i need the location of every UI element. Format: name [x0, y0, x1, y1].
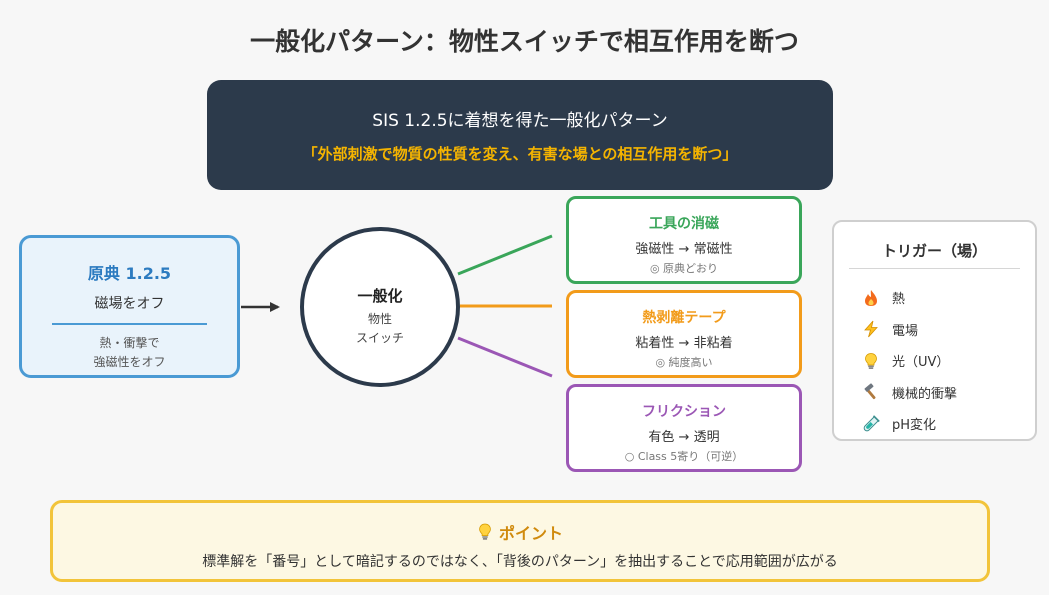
origin-divider — [52, 323, 207, 325]
banner-highlight: 「外部刺激で物質の性質を変え、有害な場との相互作用を断つ」 — [302, 145, 738, 163]
trigger-label: 機械的衝撃 — [892, 386, 958, 402]
hub-subtitle: 物性 スイッチ — [304, 310, 456, 348]
card-title: 工具の消磁 — [649, 216, 719, 232]
lightbulb-icon — [479, 523, 491, 540]
key-point-text: 標準解を「番号」として暗記するのではなく、「背後のパターン」を抽出することで応用… — [202, 554, 838, 570]
hub-to-card-1-line — [457, 234, 553, 276]
key-point-header: ポイント — [53, 520, 987, 544]
card-description: 強磁性 → 常磁性 — [635, 242, 733, 257]
card-description: 粘着性 → 非粘着 — [635, 336, 733, 351]
example-card-frixion: フリクション 有色 → 透明 ○ Class 5寄り（可逆） — [566, 384, 802, 472]
origin-note: 熱・衝撃で 強磁性をオフ — [22, 334, 237, 372]
trigger-item-light: 光（UV） — [862, 345, 957, 377]
card-note: ◎ 原典どおり — [649, 262, 719, 275]
example-card-thermal-release-tape: 熱剥離テープ 粘着性 → 非粘着 ◎ 純度高い — [566, 290, 802, 378]
trigger-item-heat: 熱 — [862, 282, 957, 314]
trigger-panel-title: トリガー（場） — [881, 242, 987, 260]
trigger-divider — [849, 268, 1020, 269]
origin-note-line: 熱・衝撃で — [99, 336, 160, 350]
card-note: ○ Class 5寄り（可逆） — [624, 450, 744, 463]
hammer-icon — [864, 383, 876, 400]
generalization-hub: 一般化 物性 スイッチ — [300, 227, 460, 387]
lightning-icon — [864, 320, 878, 338]
trigger-label: 電場 — [892, 323, 919, 339]
hub-to-card-3-line — [457, 336, 553, 378]
page-title: 一般化パターン：物性スイッチで相互作用を断つ — [250, 27, 799, 56]
origin-title: 原典 1.2.5 — [87, 264, 172, 283]
fire-icon — [865, 289, 877, 306]
origin-box: 原典 1.2.5 磁場をオフ 熱・衝撃で 強磁性をオフ — [19, 235, 240, 378]
hub-subtitle-line: スイッチ — [355, 331, 404, 345]
test-tube-icon — [863, 414, 880, 432]
banner-subtitle: SIS 1.2.5に着想を得た一般化パターン — [372, 111, 668, 131]
card-note: ◎ 純度高い — [655, 356, 713, 369]
example-card-demagnetize: 工具の消磁 強磁性 → 常磁性 ◎ 原典どおり — [566, 196, 802, 284]
key-point-box: ポイント 標準解を「番号」として暗記するのではなく、「背後のパターン」を抽出する… — [50, 500, 990, 582]
hub-subtitle-line: 物性 — [367, 312, 392, 326]
trigger-label: 熱 — [892, 292, 906, 308]
origin-subtitle: 磁場をオフ — [94, 296, 165, 312]
card-description: 有色 → 透明 — [648, 430, 720, 445]
summary-banner: SIS 1.2.5に着想を得た一般化パターン 「外部刺激で物質の性質を変え、有害… — [207, 80, 833, 190]
card-title: フリクション — [642, 404, 726, 420]
hub-title: 一般化 — [357, 287, 403, 305]
trigger-label: 光（UV） — [892, 355, 950, 371]
card-title: 熱剥離テープ — [642, 310, 726, 326]
trigger-label: pH変化 — [892, 418, 937, 434]
trigger-panel: トリガー（場） 熱 電場 光（UV） — [832, 220, 1037, 441]
origin-note-line: 強磁性をオフ — [93, 355, 166, 369]
lightbulb-icon — [865, 352, 877, 369]
trigger-item-mechanical-shock: 機械的衝撃 — [862, 377, 957, 409]
key-point-title: ポイント — [498, 524, 563, 543]
trigger-list: 熱 電場 光（UV） 機械的衝撃 — [862, 282, 957, 440]
trigger-item-ph-change: pH変化 — [862, 408, 957, 440]
trigger-item-electric-field: 電場 — [862, 314, 957, 346]
